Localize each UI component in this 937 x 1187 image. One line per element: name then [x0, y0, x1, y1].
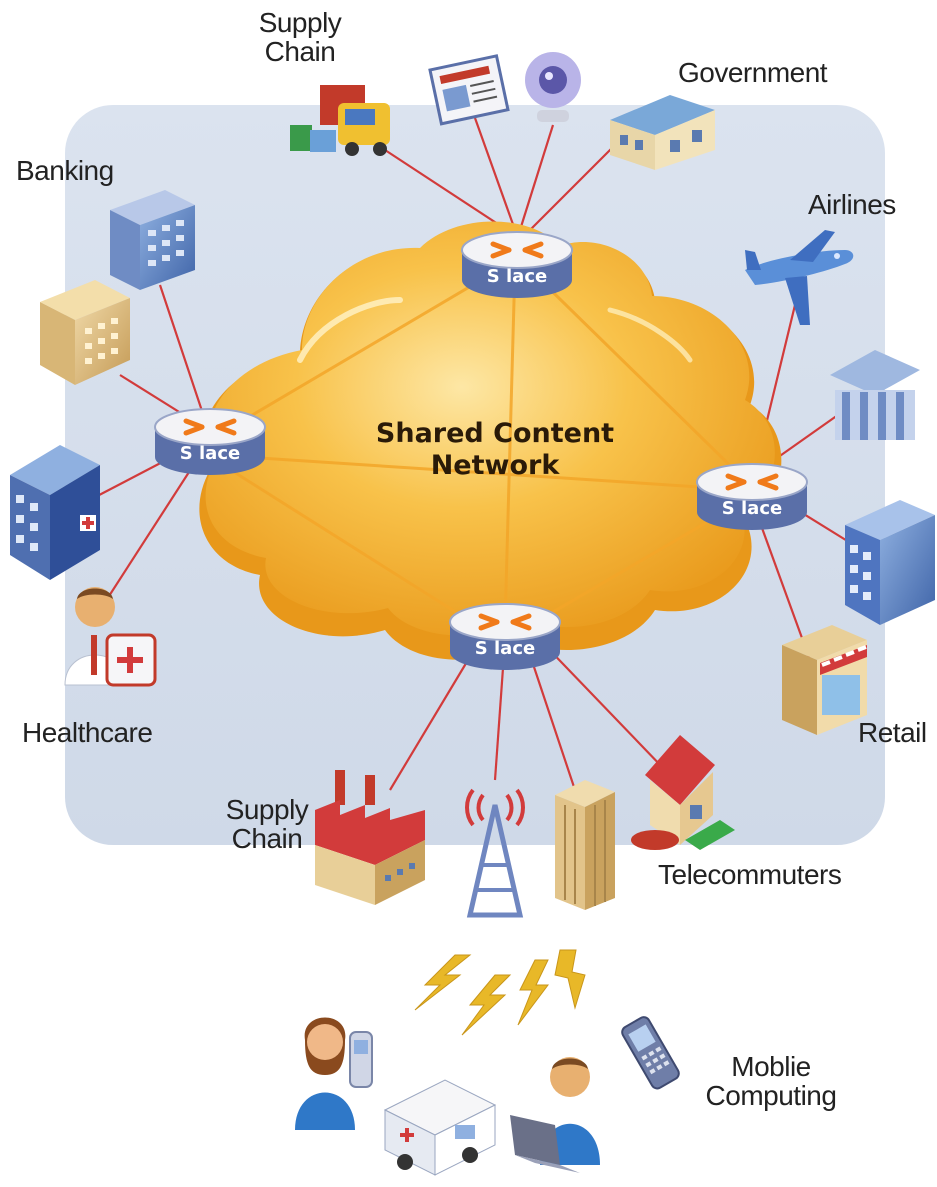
label-telecommuters: Telecommuters: [658, 859, 842, 890]
office-building-icon: [40, 280, 130, 385]
woman-phone-icon: [295, 1017, 373, 1130]
newspaper-icon: [428, 54, 510, 126]
label-retail: Retail: [858, 717, 927, 748]
webcam-icon: [525, 52, 581, 122]
cloud-title-line1: Shared Content: [375, 418, 615, 449]
label-mobile-computing: Moblie Computing: [705, 1051, 837, 1112]
store-icon: [782, 625, 867, 735]
router-bottom-brand: S lace: [475, 638, 535, 659]
airplane-icon: [745, 230, 854, 325]
router-bottom: S lace: [449, 603, 561, 670]
label-airlines: Airlines: [808, 189, 896, 220]
router-right-brand: S lace: [722, 498, 782, 519]
router-left-brand: S lace: [180, 443, 240, 464]
label-government: Government: [678, 57, 828, 88]
label-healthcare: Healthcare: [22, 717, 153, 748]
cloud-title: Shared Content Network: [350, 418, 640, 483]
blue-building-icon: [845, 500, 935, 625]
label-banking: Banking: [16, 155, 114, 186]
ambulance-icon: [383, 1079, 497, 1176]
skyscraper-icon: [555, 780, 615, 910]
router-left: S lace: [154, 408, 266, 475]
columns-building-icon: [830, 350, 920, 440]
label-supply-chain-top: Supply Chain: [258, 7, 342, 68]
factory-icon: [315, 770, 425, 905]
lightning-icon: [414, 949, 586, 1036]
cloud-title-line2: Network: [430, 450, 560, 482]
backbone-lines: [209, 258, 752, 642]
house-icon: [631, 735, 735, 850]
hospital-icon: [10, 445, 100, 580]
shared-content-cloud: [199, 221, 782, 660]
router-top: S lace: [461, 231, 573, 298]
radio-tower-icon: [465, 788, 525, 918]
cellphone-icon: [621, 1016, 680, 1090]
laptop-user-icon: [510, 1057, 600, 1173]
bank-tower-icon: [110, 190, 195, 290]
router-top-brand: S lace: [487, 266, 547, 287]
government-building-icon: [610, 95, 715, 170]
truck-icon: [290, 85, 390, 156]
doctor-icon: [64, 587, 157, 687]
router-right: S lace: [696, 463, 808, 530]
label-supply-chain-bottom: Supply Chain: [225, 794, 309, 855]
